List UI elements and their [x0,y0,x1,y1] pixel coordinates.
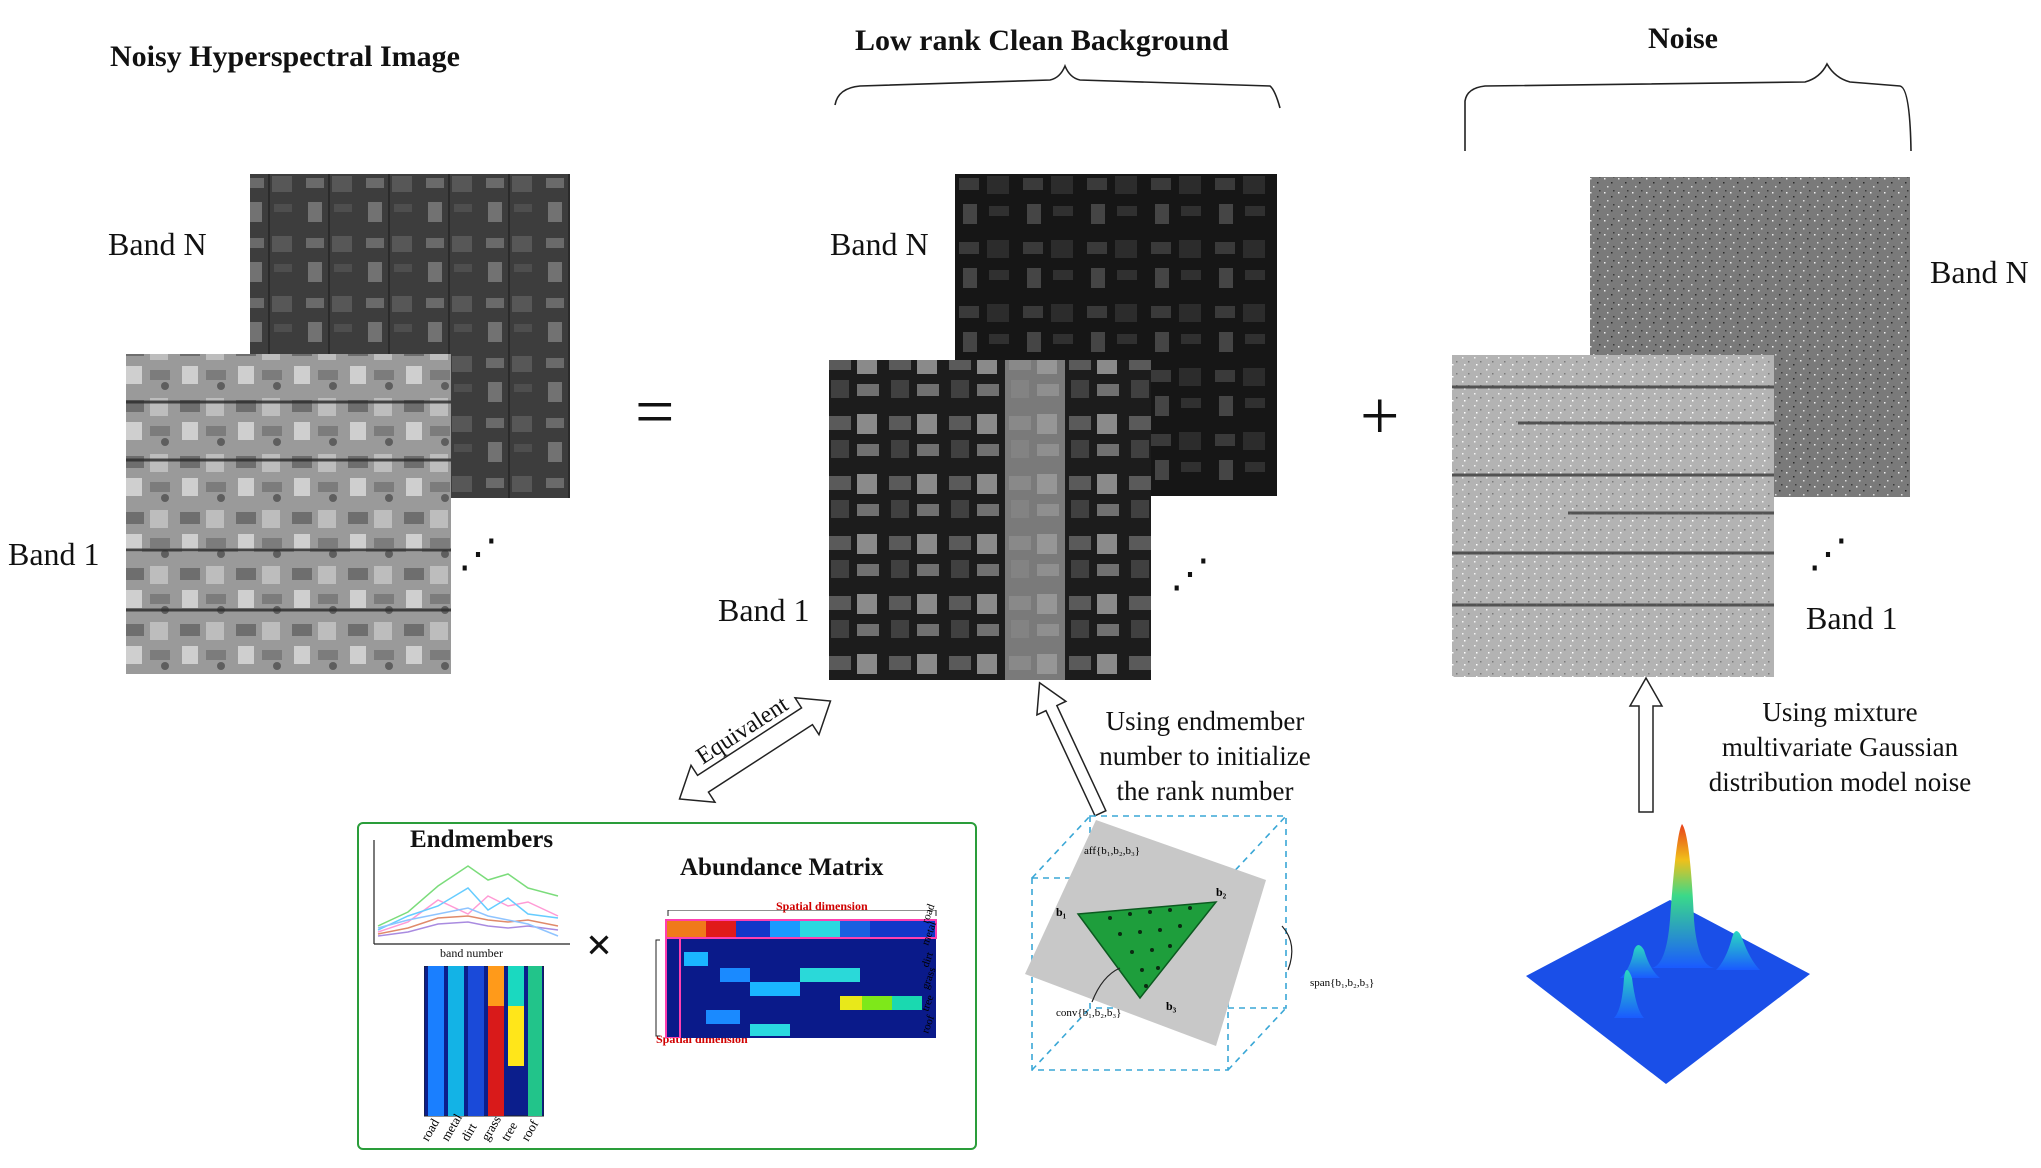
row-roof: roof [920,1013,938,1035]
b2-label: b₂ [1216,885,1227,899]
noise-band-n-label: Band N [1930,254,2029,290]
endmember-note-line-2: number to initialize [1099,741,1311,771]
endmembers-title: Endmembers [410,826,554,853]
b1-label: b₁ [1056,905,1067,919]
endmembers-xlabel: band number [440,946,503,960]
b3-label: b₃ [1166,999,1177,1013]
row-metal: metal [920,920,940,947]
class-roof: roof [518,1117,542,1144]
clean-band-1-label: Band 1 [718,592,810,628]
noise-image-stack [1452,177,1910,677]
endmember-note-line-1: Using endmember [1105,706,1305,736]
noisy-image-stack [126,174,570,674]
abundance-row-labels: road metal dirt grass tree roof [920,902,940,1035]
gaussian-up-arrow [1628,676,1664,813]
clean-brace [834,63,1281,109]
clean-image-stack [829,174,1277,680]
conv-label: conv{b₁,b₂,b₃} [1056,1007,1121,1019]
title-clean-background: Low rank Clean Background [855,24,1229,57]
equivalent-double-arrow: Equivalent [678,691,832,804]
gaussian-note-line-2: multivariate Gaussian [1721,732,1959,762]
endmembers-plot [373,840,570,945]
class-grass: grass [478,1113,504,1144]
abundance-matrix [655,910,937,1038]
endmember-color-matrix [424,966,544,1117]
row-grass: grass [920,966,939,991]
decomposition-box [357,822,977,1150]
row-dirt: dirt [920,951,937,969]
noisy-band-n-label: Band N [108,226,207,262]
aff-label: aff{b₁,b₂,b₃} [1084,845,1140,857]
noisy-dots: ⋰ [458,531,498,576]
clean-band-n-label: Band N [830,226,929,262]
noise-dots: ⋰ [1808,531,1848,576]
noise-brace [1464,62,1912,152]
plus-operator: + [1360,378,1400,455]
times-operator: × [586,919,613,970]
endmember-note: Using endmember number to initialize the… [1085,704,1325,809]
gaussian-note-line-1: Using mixture [1762,697,1918,727]
simplex-cube: aff{b₁,b₂,b₃} b₁ b₂ b₃ conv{b₁,b₂,b₃} sp… [1025,815,1374,1071]
abundance-title: Abundance Matrix [680,854,884,881]
title-noise: Noise [1648,22,1718,55]
equals-operator: = [635,374,675,451]
endmember-note-line-3: the rank number [1116,776,1294,806]
gaussian-note: Using mixture multivariate Gaussian dist… [1690,695,1990,800]
title-noisy-image: Noisy Hyperspectral Image [110,40,460,73]
noise-band-1-label: Band 1 [1806,600,1898,636]
clean-dots: ⋰ [1170,551,1210,596]
noisy-band-1-label: Band 1 [8,536,100,572]
endmember-up-arrow [1036,681,1107,817]
row-tree: tree [920,993,937,1013]
span-label: span{b₁,b₂,b₃} [1310,977,1374,989]
endmember-class-labels: road metal dirt grass tree roof [418,1111,542,1144]
gaussian-note-line-3: distribution model noise [1708,767,1972,797]
class-road: road [418,1116,443,1144]
gaussian-mixture-surface [1526,824,1810,1084]
